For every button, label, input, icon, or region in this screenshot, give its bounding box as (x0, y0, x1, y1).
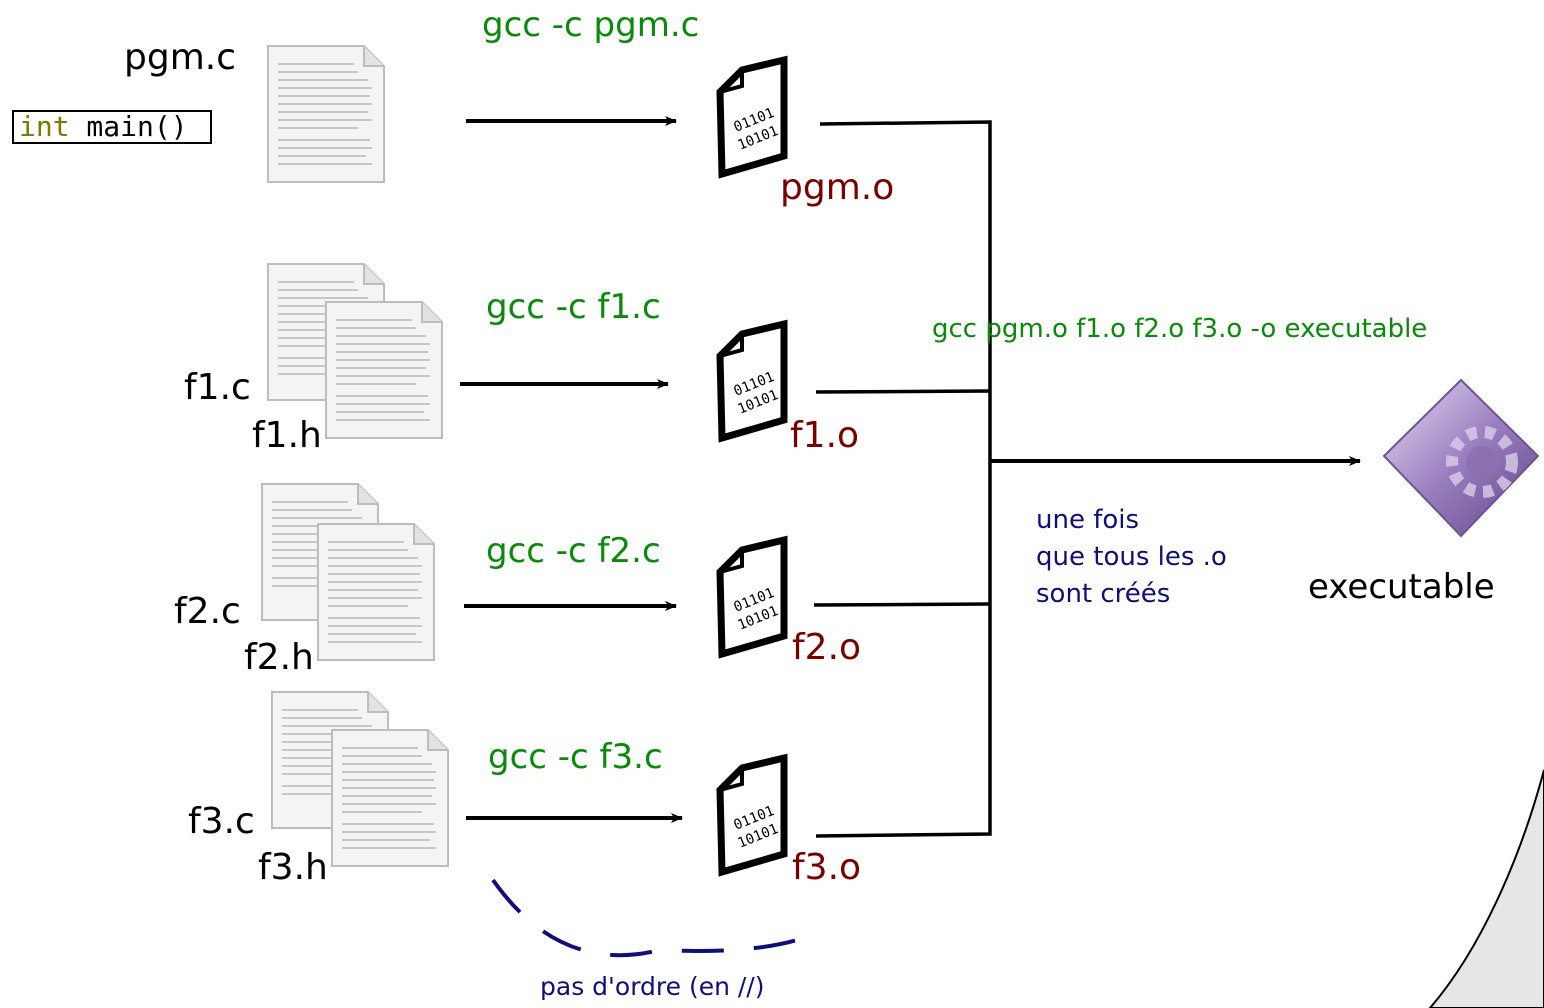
header-file-label: f1.h (252, 415, 322, 456)
code-snippet: int main() (12, 110, 212, 144)
object-file-icon: 01101 10101 (716, 535, 788, 659)
link-note-line: une fois (1036, 505, 1140, 535)
object-file-label: f1.o (790, 415, 860, 456)
code-keyword: int (19, 110, 70, 143)
corner-arc (1428, 769, 1544, 1008)
source-file-label: f1.c (184, 367, 251, 408)
header-file-label: f3.h (258, 847, 328, 888)
order-note: pas d'ordre (en //) (540, 972, 765, 1001)
object-file-icon: 01101 10101 (716, 319, 788, 443)
executable-label: executable (1308, 567, 1495, 607)
object-file-label: f2.o (792, 627, 862, 668)
source-file-label: f3.c (188, 801, 255, 842)
executable-gear-icon (1382, 378, 1540, 538)
compile-command: gcc -c pgm.c (482, 5, 700, 45)
link-command: gcc pgm.o f1.o f2.o f3.o -o executable (932, 314, 1428, 344)
compile-command: gcc -c f2.c (486, 531, 661, 571)
document-icon (317, 523, 435, 661)
object-file-label: pgm.o (780, 167, 895, 208)
code-signature: main() (69, 110, 188, 143)
document-icon (325, 301, 443, 439)
compile-command: gcc -c f1.c (486, 287, 661, 327)
object-file-icon: 01101 10101 (716, 55, 788, 179)
source-file-label: pgm.c (124, 37, 237, 78)
source-file-label: f2.c (174, 591, 241, 632)
header-file-label: f2.h (244, 637, 314, 678)
link-bracket (813, 120, 992, 838)
compile-command: gcc -c f3.c (488, 737, 663, 777)
link-note-line: sont créés (1036, 579, 1171, 609)
document-icon (331, 729, 449, 867)
object-file-icon: 01101 10101 (716, 753, 788, 877)
document-icon (267, 45, 385, 183)
link-note-line: que tous les .o (1036, 542, 1227, 572)
object-file-label: f3.o (792, 847, 862, 888)
order-dashed-arc (491, 878, 813, 958)
